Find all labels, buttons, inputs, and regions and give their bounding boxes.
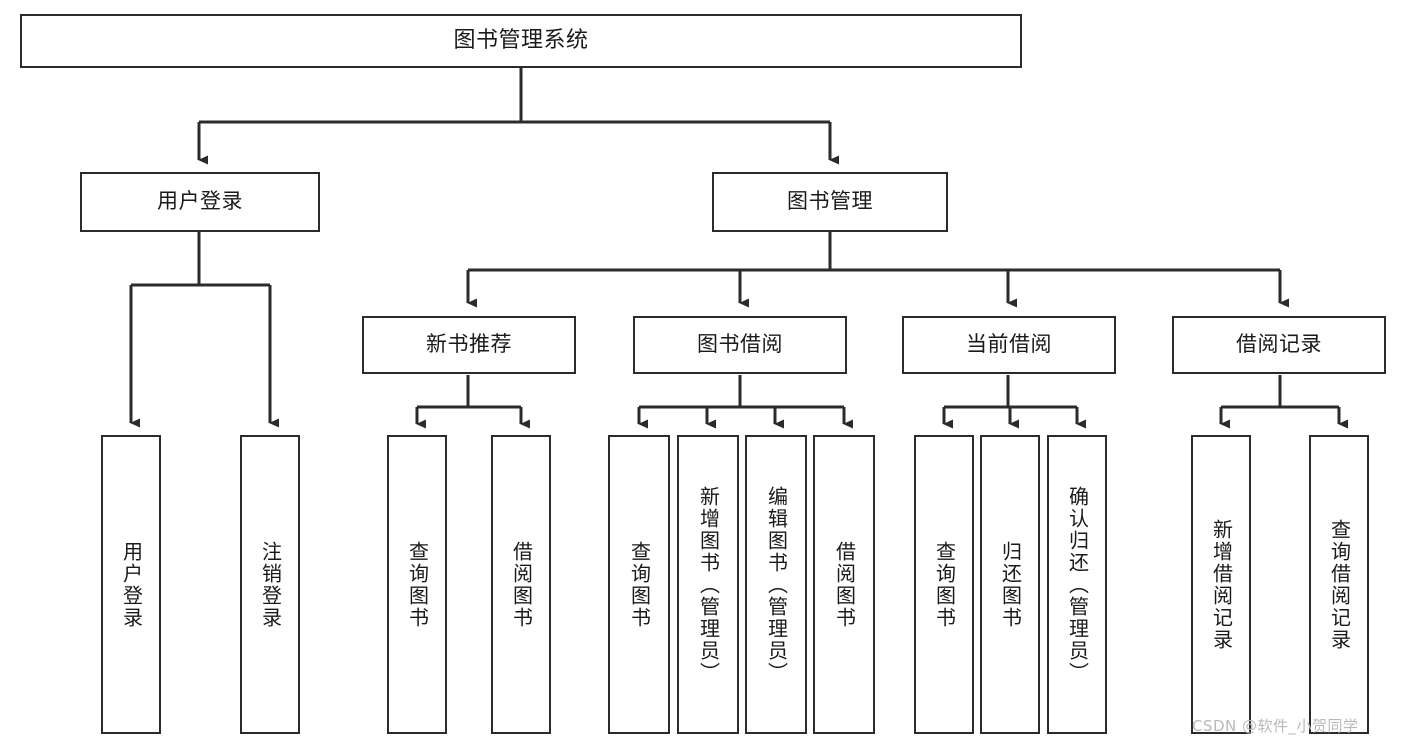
leaf-edit-book[interactable]: 编辑图书（管理员） [745,435,807,734]
node-book-manage-label: 图书管理 [787,189,873,214]
leaf-borrow-book-2-label: 借阅图书 [832,540,857,629]
leaf-return-book-label: 归还图书 [998,540,1023,629]
leaf-confirm-return-label: 确认归还（管理员） [1065,485,1090,684]
leaf-logout-login-label: 注销登录 [258,540,283,629]
node-book-manage[interactable]: 图书管理 [712,172,948,232]
node-user-login-label: 用户登录 [157,189,243,214]
node-book-borrow-label: 图书借阅 [697,332,783,357]
node-current-borrow[interactable]: 当前借阅 [902,316,1116,374]
node-borrow-record-label: 借阅记录 [1236,332,1322,357]
leaf-query-book-2[interactable]: 查询图书 [608,435,670,734]
leaf-confirm-return[interactable]: 确认归还（管理员） [1047,435,1107,734]
node-root-label: 图书管理系统 [453,27,589,53]
leaf-return-book[interactable]: 归还图书 [980,435,1040,734]
leaf-query-book-3-label: 查询图书 [932,540,957,629]
node-user-login[interactable]: 用户登录 [80,172,320,232]
leaf-edit-book-label: 编辑图书（管理员） [764,485,789,684]
leaf-add-book-label: 新增图书（管理员） [696,485,721,684]
leaf-logout-login[interactable]: 注销登录 [240,435,300,734]
leaf-borrow-book-1[interactable]: 借阅图书 [491,435,551,734]
leaf-query-book-1[interactable]: 查询图书 [387,435,447,734]
leaf-query-record-label: 查询借阅记录 [1327,518,1352,651]
node-root[interactable]: 图书管理系统 [20,14,1022,68]
node-book-borrow[interactable]: 图书借阅 [633,316,847,374]
node-new-book-recommend[interactable]: 新书推荐 [362,316,576,374]
leaf-user-login[interactable]: 用户登录 [101,435,161,734]
leaf-add-record[interactable]: 新增借阅记录 [1191,435,1251,734]
leaf-user-login-label: 用户登录 [119,540,144,629]
leaf-borrow-book-1-label: 借阅图书 [509,540,534,629]
node-borrow-record[interactable]: 借阅记录 [1172,316,1386,374]
leaf-query-record[interactable]: 查询借阅记录 [1309,435,1369,734]
leaf-add-record-label: 新增借阅记录 [1209,518,1234,651]
csdn-watermark: CSDN @软件_小贺同学 [1192,717,1359,735]
leaf-add-book[interactable]: 新增图书（管理员） [677,435,739,734]
node-current-borrow-label: 当前借阅 [966,332,1052,357]
leaf-borrow-book-2[interactable]: 借阅图书 [813,435,875,734]
leaf-query-book-3[interactable]: 查询图书 [914,435,974,734]
leaf-query-book-1-label: 查询图书 [405,540,430,629]
leaf-query-book-2-label: 查询图书 [627,540,652,629]
node-new-book-recommend-label: 新书推荐 [426,332,512,357]
